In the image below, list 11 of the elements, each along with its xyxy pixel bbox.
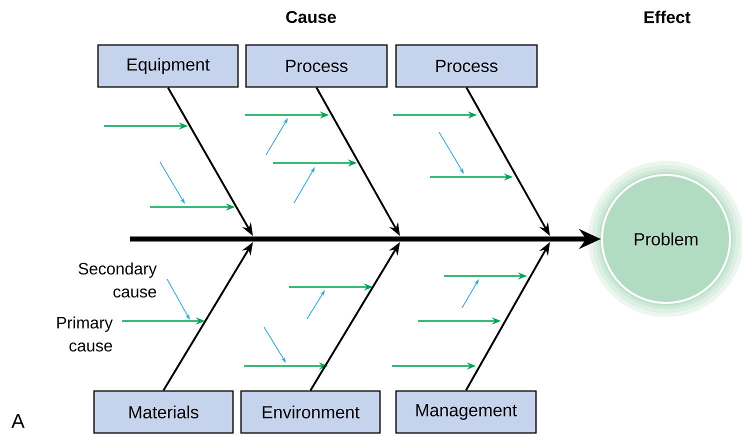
annotation-label: Secondary cause: [78, 262, 157, 298]
heading: Effect: [644, 10, 690, 24]
category-box: Environment: [240, 390, 381, 434]
category-box: Process: [245, 44, 388, 88]
annotation-label: Primary cause: [57, 316, 113, 352]
category-box: Management: [395, 390, 537, 434]
panel-letter: A: [11, 414, 25, 428]
category-box: Process: [395, 44, 538, 88]
heading: Cause: [286, 10, 336, 24]
category-box: Materials: [93, 390, 234, 434]
category-box: Equipment: [97, 44, 239, 88]
